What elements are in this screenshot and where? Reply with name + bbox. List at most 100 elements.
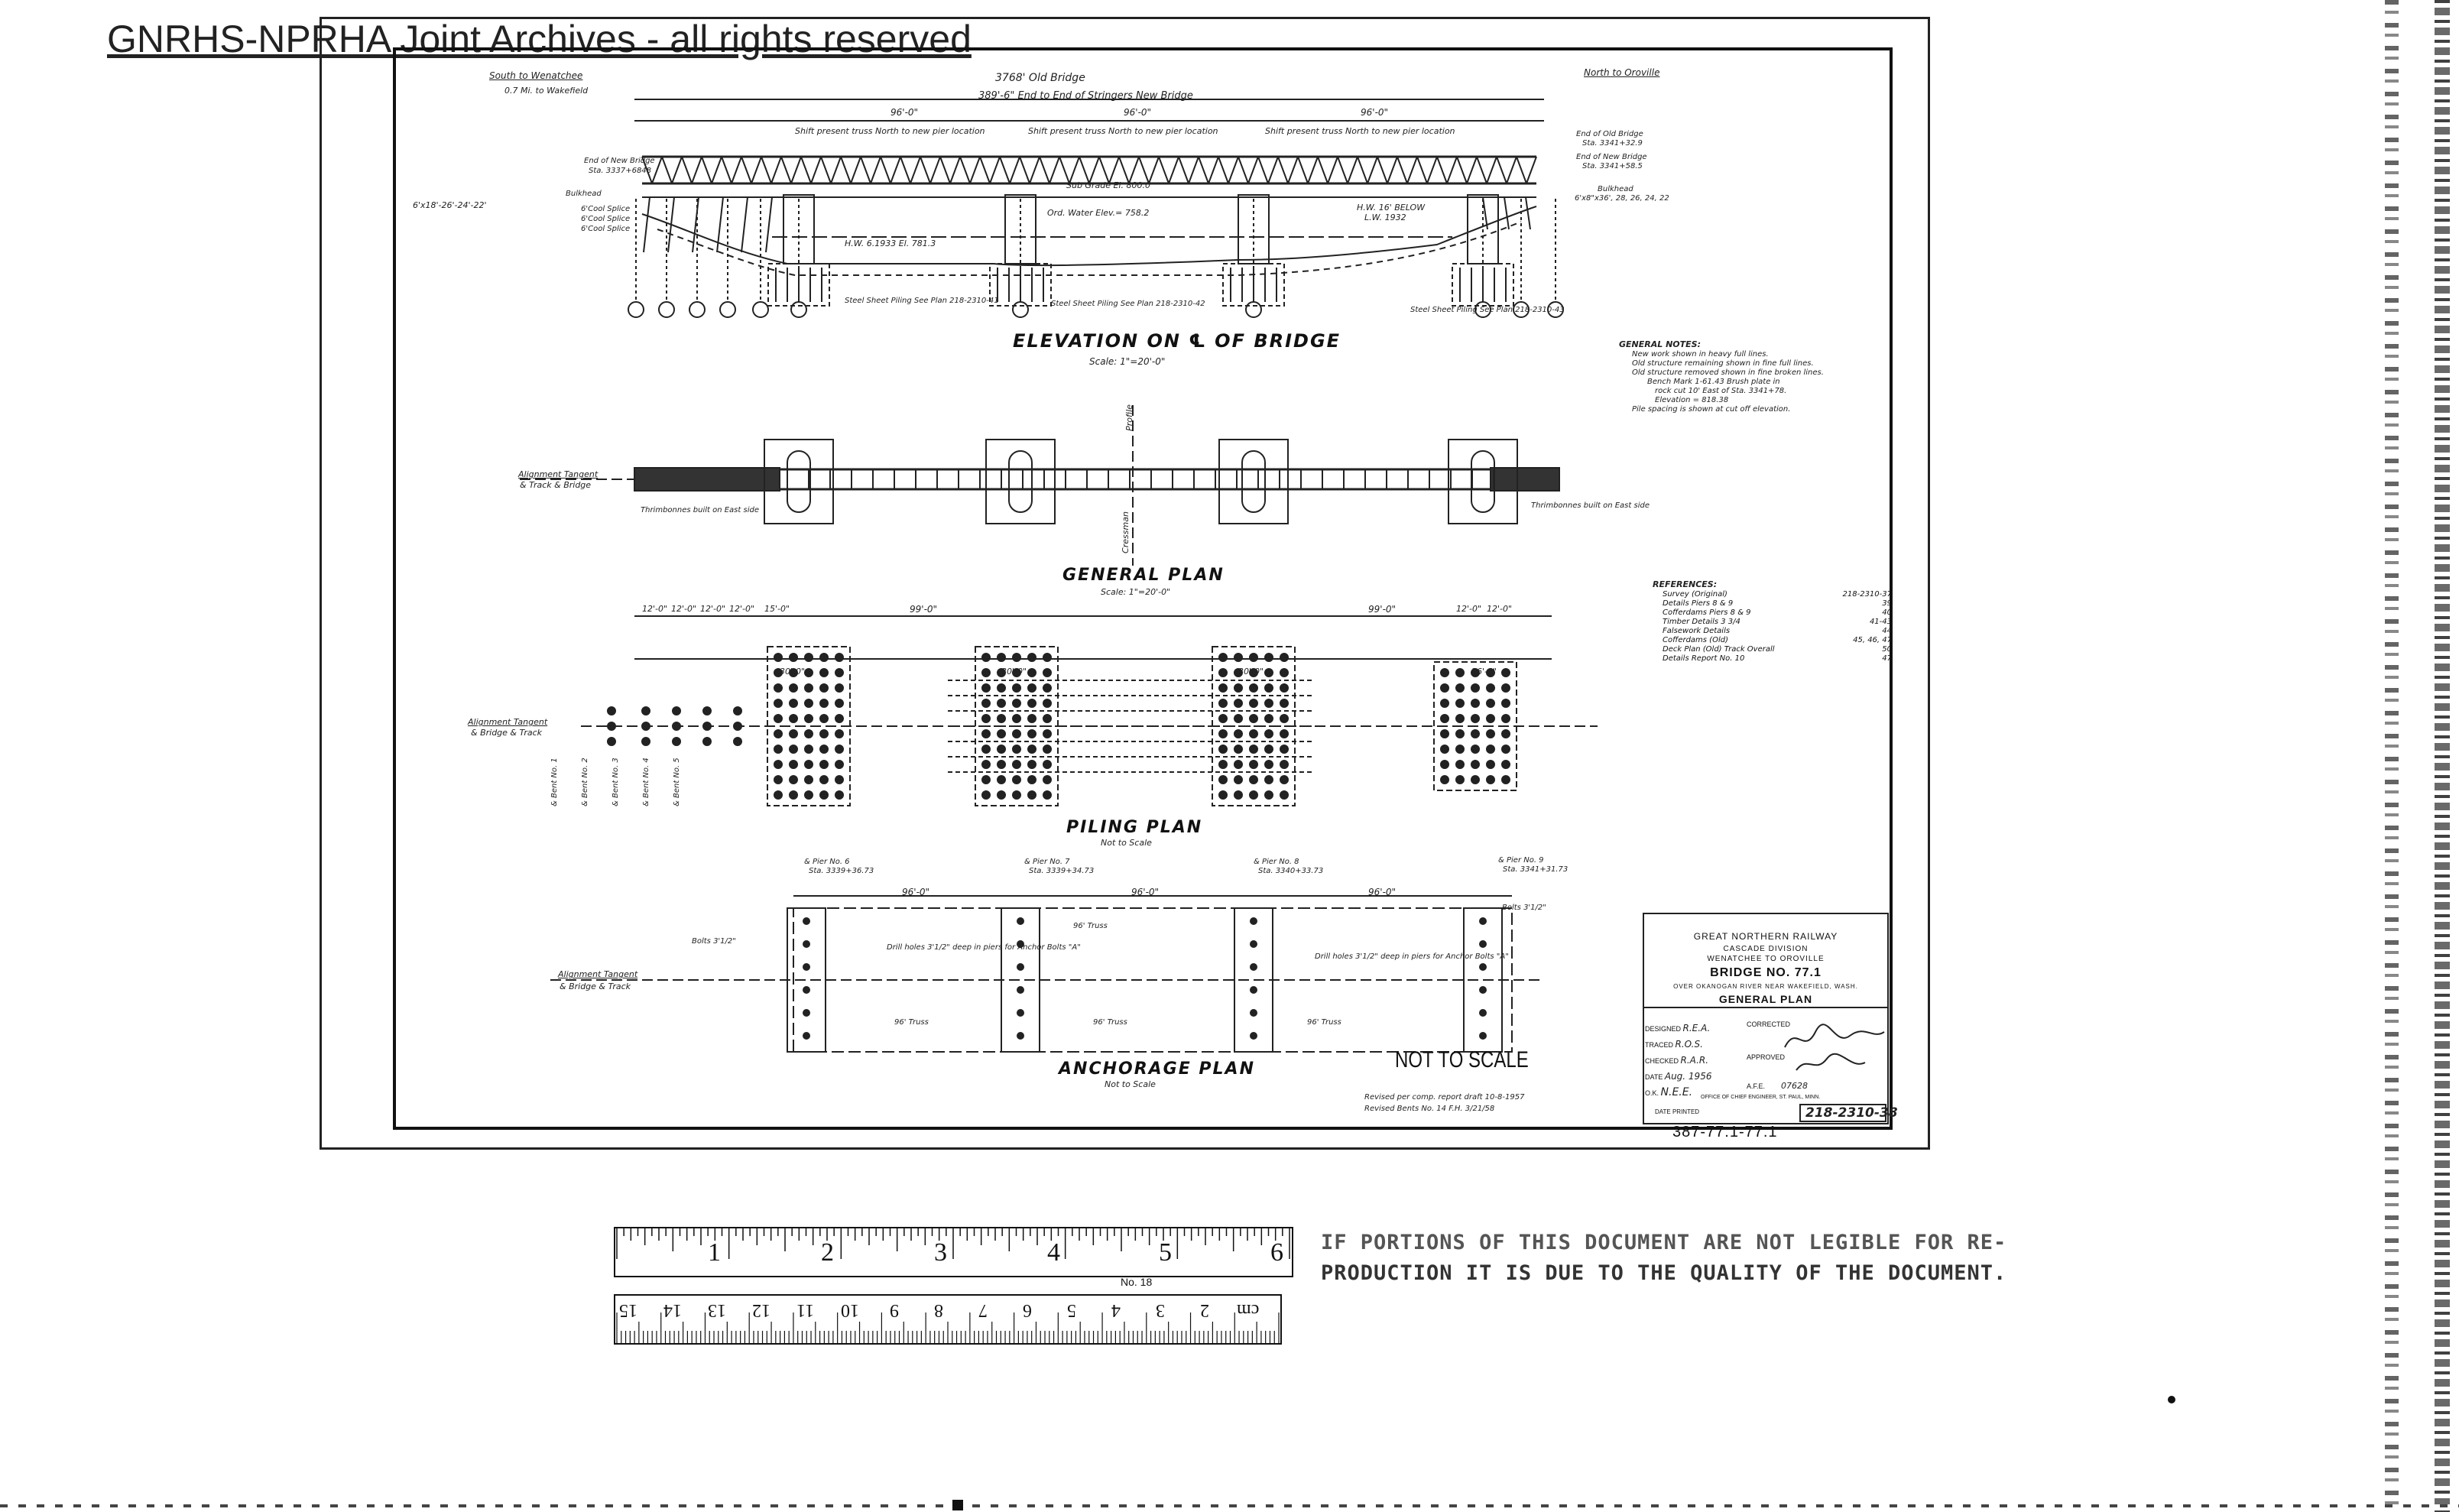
pile-dot (1501, 683, 1510, 693)
pile-dot (1440, 699, 1449, 708)
truss-diagonal (1098, 156, 1110, 184)
cm-number: 5 (1067, 1300, 1076, 1320)
pile-dot (1234, 790, 1243, 800)
pile-dim-2: 30'-0" (1001, 667, 1027, 677)
anchorage-tangent-label: Alignment Tangent (558, 969, 638, 979)
truss-diagonal (1307, 156, 1319, 184)
pile-dot (1280, 699, 1289, 708)
bent-pile-dot (641, 722, 650, 731)
pile-dot (789, 668, 798, 677)
pile-dot (1501, 775, 1510, 784)
bolts-left-label: Bolts 3'1/2" (692, 937, 736, 946)
date-row: DATE Aug. 1956 (1645, 1071, 1712, 1082)
pile-dot (1043, 683, 1052, 693)
pile-dot (1218, 729, 1228, 738)
reference-value: 39 (1882, 599, 1892, 608)
truss-diagonal (1118, 156, 1130, 184)
pile-dot (1501, 668, 1510, 677)
pier-footprint (764, 439, 834, 524)
truss-diagonal (1049, 156, 1060, 184)
drill-note-1: Drill holes 3'1/2" deep in piers for Anc… (887, 943, 1081, 952)
truss-diagonal (691, 156, 702, 184)
pile-dot (1234, 760, 1243, 769)
anchor-bolt (1479, 986, 1487, 994)
truss-diagonal (1039, 156, 1050, 184)
truss-diagonal (999, 156, 1011, 184)
span-1-length: 96'-0" (890, 107, 919, 118)
pile-dot (1280, 668, 1289, 677)
pile-dot (789, 714, 798, 723)
ordinary-water-note: Ord. Water Elev.= 758.2 (1047, 208, 1150, 218)
anchor-bolt (1017, 940, 1024, 948)
pile-dot (997, 699, 1006, 708)
anchor-bolt (1250, 917, 1257, 925)
pile-dot (789, 760, 798, 769)
drawing-number: 218-2310-38 (1805, 1105, 1898, 1121)
sheet-title: GENERAL PLAN (1718, 993, 1813, 1005)
pile-dot (1501, 729, 1510, 738)
anchor-bolt (1250, 1032, 1257, 1040)
drawing-sheet-outer-border (320, 17, 1930, 1150)
truss-diagonal (1506, 156, 1517, 184)
plan-dim-approach-3: 12'-0" (700, 604, 726, 614)
engineer-signature (1784, 1024, 1885, 1071)
right-timber-sizes: 6'x8"x36', 28, 26, 24, 22 (1575, 194, 1669, 203)
plan-cressman-label: Cressman (1120, 511, 1131, 553)
truss-note-1: Shift present truss North to new pier lo… (795, 126, 985, 136)
end-new-bridge-left-sta: Sta. 3337+6848 (589, 167, 652, 175)
pier-9-label: & Pier No. 9 (1498, 856, 1544, 865)
pile-dot (774, 683, 783, 693)
station-circle (1513, 301, 1530, 318)
pile-dot (1455, 760, 1465, 769)
truss-diagonal (1367, 156, 1378, 184)
pile-dot (1455, 775, 1465, 784)
anchor-bolt (803, 986, 810, 994)
pile-dot (1218, 775, 1228, 784)
truss-diagonal (1287, 156, 1299, 184)
pile-dot (1455, 699, 1465, 708)
bolts-right-label: Bolts 3'1/2" (1502, 904, 1546, 912)
pile-dot (981, 790, 991, 800)
truss-diagonal (900, 156, 911, 184)
truss-label-2: 96' Truss (894, 1018, 929, 1027)
pile-dot (804, 714, 813, 723)
anchor-bolt (1250, 963, 1257, 971)
pile-dot (789, 729, 798, 738)
truss-diagonal (850, 156, 861, 184)
old-ground-line (657, 221, 1522, 276)
inch-number: 1 (708, 1238, 721, 1267)
pile-dot (1012, 729, 1021, 738)
anchor-bolt (803, 917, 810, 925)
pile-dot (1234, 699, 1243, 708)
pile-dot (1249, 790, 1258, 800)
truss-diagonal (671, 156, 683, 184)
general-note-line: New work shown in heavy full lines. (1632, 350, 1769, 359)
piling-tangent-label-2: & Bridge & Track (471, 728, 543, 738)
bent-pile-dot (702, 722, 712, 731)
station-circle (689, 301, 706, 318)
bent-pile-dot (672, 722, 681, 731)
truss-diagonal (1377, 156, 1388, 184)
truss-diagonal (1019, 156, 1030, 184)
hw-below-note: H.W. 16' BELOW (1357, 203, 1426, 213)
station-circle (1245, 301, 1262, 318)
pile-dot (997, 668, 1006, 677)
pile-dot (774, 714, 783, 723)
reference-label: Survey (Original) (1663, 590, 1727, 599)
reference-value: 50 (1882, 645, 1892, 654)
pile-dot (1218, 745, 1228, 754)
bent-pile-dot (641, 706, 650, 715)
general-note-line: Pile spacing is shown at cut off elevati… (1632, 405, 1791, 414)
pile-dot (1012, 775, 1021, 784)
pile-dot (1501, 745, 1510, 754)
piling-plan-scale: Not to Scale (1101, 838, 1152, 848)
river-bed-line (641, 206, 1537, 267)
anchor-bolt (803, 940, 810, 948)
truss-diagonal (780, 156, 792, 184)
station-markers (628, 199, 1564, 318)
reference-label: Deck Plan (Old) Track Overall (1663, 645, 1775, 654)
truss-diagonal (810, 156, 822, 184)
truss-diagonal (1406, 156, 1418, 184)
pile-dot (1440, 745, 1449, 754)
